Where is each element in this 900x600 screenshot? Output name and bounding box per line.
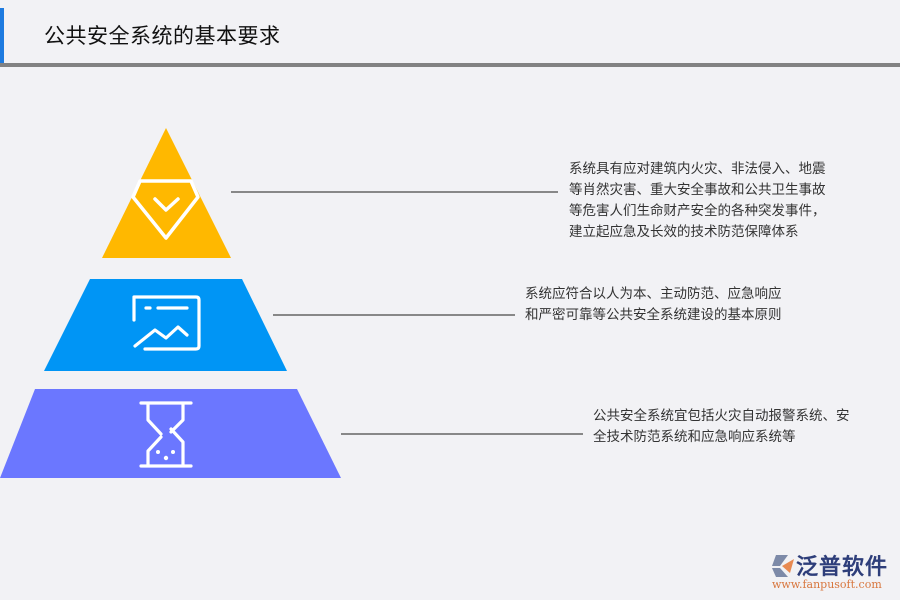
- pyramid-tier-3: [0, 389, 341, 478]
- description-line: 系统应符合以人为本、主动防范、应急响应: [525, 286, 782, 302]
- logo-name: 泛普软件: [796, 555, 889, 580]
- logo-url: www.fanpusoft.com: [772, 578, 882, 591]
- diamond-check-icon: [131, 179, 200, 240]
- description-line: 全技术防范系统和应急响应系统等: [593, 429, 796, 445]
- connector-line-1: [231, 191, 558, 193]
- description-line: 公共安全系统宜包括火灾自动报警系统、安: [593, 408, 850, 424]
- description-line: 等危害人们生命财产安全的各种突发事件，: [569, 203, 826, 219]
- tier-1-description: 系统具有应对建筑内火灾、非法侵入、地震 等肖然灾害、重大安全事故和公共卫生事故 …: [569, 159, 826, 243]
- hourglass-icon: [139, 401, 193, 468]
- connector-line-3: [341, 433, 583, 435]
- chart-window-icon: [132, 295, 201, 351]
- tier-2-description: 系统应符合以人为本、主动防范、应急响应 和严密可靠等公共安全系统建设的基本原则: [525, 284, 782, 326]
- logo-mark-icon: [772, 555, 794, 577]
- description-line: 和严密可靠等公共安全系统建设的基本原则: [525, 307, 782, 323]
- description-line: 系统具有应对建筑内火灾、非法侵入、地震: [569, 161, 826, 177]
- tier-3-description: 公共安全系统宜包括火灾自动报警系统、安 全技术防范系统和应急响应系统等: [593, 406, 850, 448]
- header-separator: [0, 63, 900, 67]
- header-accent-bar: [0, 8, 4, 63]
- pyramid-tier-1: [102, 128, 231, 258]
- description-line: 建立起应急及长效的技术防范保障体系: [569, 224, 799, 240]
- connector-line-2: [273, 314, 515, 316]
- description-line: 等肖然灾害、重大安全事故和公共卫生事故: [569, 182, 826, 198]
- pyramid-tier-2: [44, 279, 287, 371]
- page-title: 公共安全系统的基本要求: [44, 24, 281, 48]
